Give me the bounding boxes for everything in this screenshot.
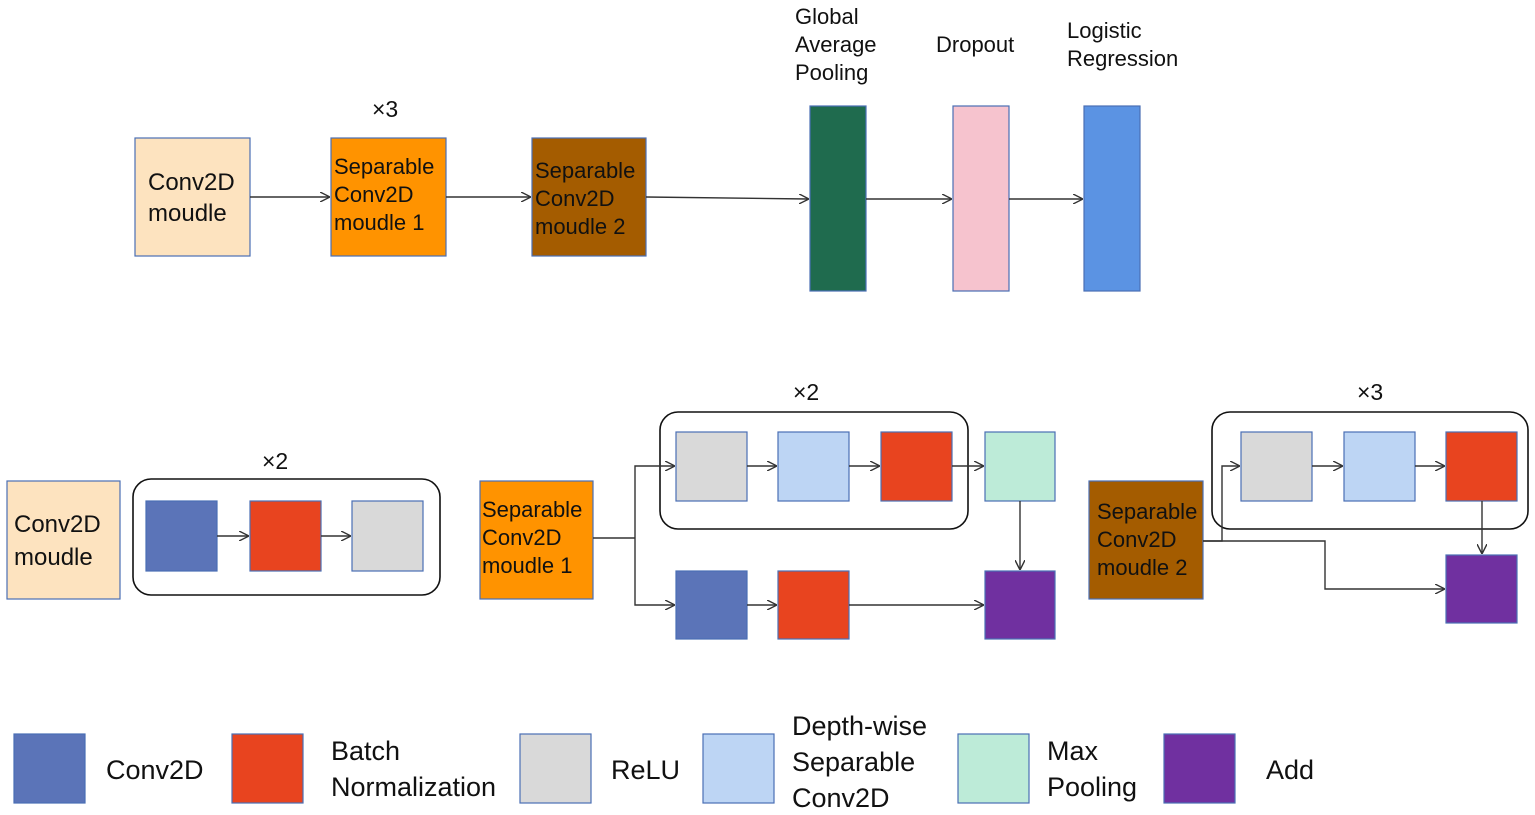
d2-batch-norm-block-2: [777, 570, 850, 640]
edge-d2-upper: [634, 466, 674, 538]
legend-swatch-add: [1163, 733, 1236, 804]
d3-relu-block: [1240, 431, 1313, 502]
detail-conv2d-module-label: Conv2D moudle: [14, 511, 107, 571]
legend-label-depthwise: Depth-wise Separable Conv2D: [792, 711, 935, 813]
legend-label-add: Add: [1266, 755, 1314, 785]
detail-sep2-repeat-group: [1211, 411, 1529, 530]
detail-sep-module-2: Separable Conv2D moudle 2 ×3: [1088, 379, 1529, 624]
legend-swatch-depthwise: [702, 733, 775, 804]
logistic-regression-label: Logistic Regression: [1067, 18, 1178, 71]
d1-batch-norm-block: [249, 500, 322, 572]
dropout-label: Dropout: [936, 32, 1014, 57]
legend-label-conv2d: Conv2D: [106, 755, 204, 785]
d2-relu-block: [675, 431, 748, 502]
gap-label: Global Average Pooling: [795, 4, 883, 85]
top-conv2d-module-box: [134, 137, 251, 257]
edge-top-3: [645, 197, 808, 199]
d3-depthwise-block: [1343, 431, 1416, 502]
d2-max-pooling-block: [984, 431, 1056, 502]
d2-conv2d-block: [675, 570, 748, 640]
detail-sep-module-1: Separable Conv2D moudle 1 ×2: [479, 379, 1056, 640]
detail-sep-module-2-label: Separable Conv2D moudle 2: [1097, 499, 1203, 580]
top-sep-module-1-label: Separable Conv2D moudle 1: [334, 154, 440, 235]
d3-add-block: [1445, 554, 1518, 624]
legend: Conv2D Batch Normalization ReLU Depth-wi…: [13, 711, 1314, 813]
legend-swatch-max-pooling: [957, 733, 1030, 804]
dropout-bar: [952, 105, 1010, 292]
detail-conv2d-repeat-label: ×2: [262, 448, 288, 474]
d1-conv2d-block: [145, 500, 218, 572]
top-repeat-label: ×3: [372, 96, 398, 122]
d2-add-block: [984, 570, 1056, 640]
legend-label-batch-norm: Batch Normalization: [331, 736, 496, 802]
detail-sep-module-1-label: Separable Conv2D moudle 1: [482, 497, 588, 578]
legend-swatch-conv2d: [13, 733, 86, 804]
top-sep-module-1-box: [330, 137, 447, 257]
detail-sep-module-1-box: [479, 480, 594, 600]
gap-bar: [809, 105, 867, 292]
legend-swatch-relu: [519, 733, 592, 804]
top-conv2d-module-label: Conv2D moudle: [148, 169, 241, 227]
d2-depthwise-block: [777, 431, 850, 502]
detail-conv2d-repeat-group: [132, 478, 441, 596]
logistic-regression-bar: [1083, 105, 1141, 292]
detail-sep1-repeat-label: ×2: [793, 379, 819, 405]
legend-label-max-pooling: Max Pooling: [1047, 736, 1137, 802]
edge-d2-lower: [634, 538, 674, 605]
legend-label-relu: ReLU: [611, 755, 680, 785]
detail-sep2-repeat-label: ×3: [1357, 379, 1383, 405]
top-pipeline: Conv2D moudle ×3 Separable Conv2D moudle…: [134, 4, 1178, 292]
detail-conv2d-module-box: [6, 480, 121, 600]
legend-swatch-batch-norm: [231, 733, 304, 804]
detail-conv2d-module: Conv2D moudle ×2: [6, 448, 441, 600]
d3-batch-norm-block: [1445, 431, 1518, 502]
d1-relu-block: [351, 500, 424, 572]
top-sep-module-2-label: Separable Conv2D moudle 2: [535, 158, 641, 239]
edge-d3-skip: [1203, 540, 1444, 589]
d2-batch-norm-block: [880, 431, 953, 502]
detail-sep1-repeat-group: [659, 411, 969, 530]
detail-sep-module-2-box: [1088, 480, 1204, 600]
